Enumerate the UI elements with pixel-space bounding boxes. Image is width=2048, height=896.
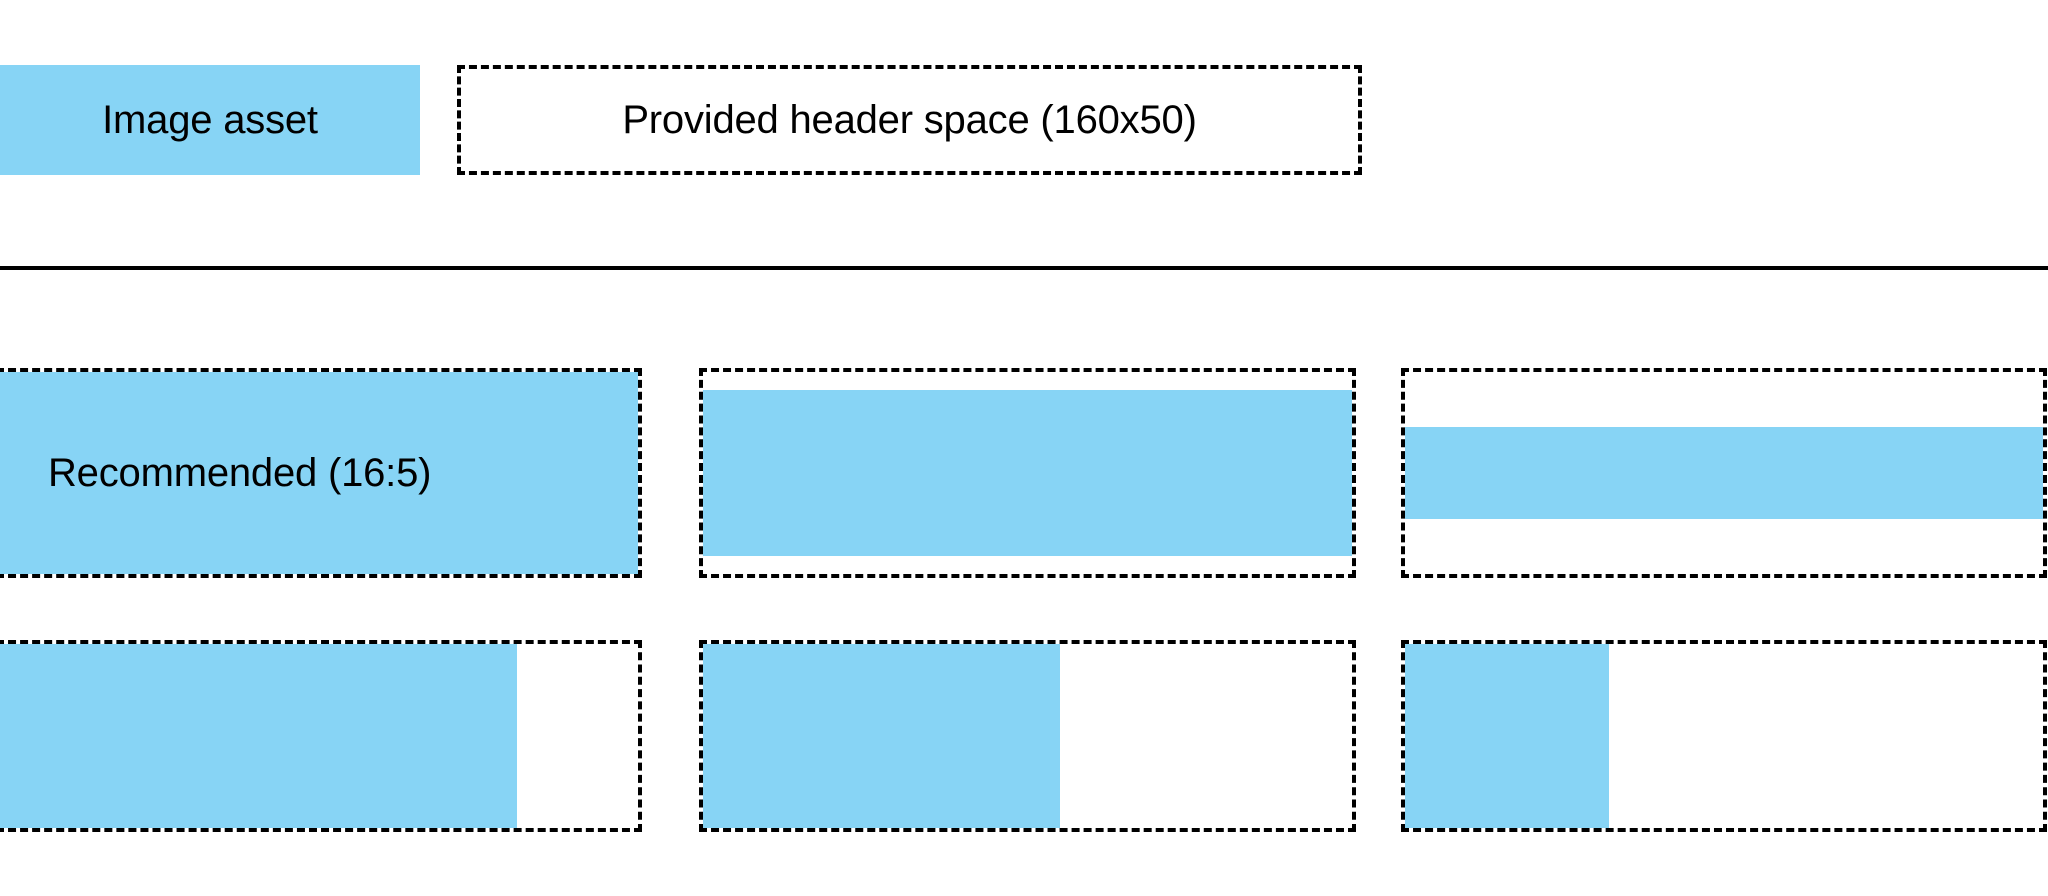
card-row2-col2 [699, 640, 1356, 832]
card-row2-col3 [1401, 640, 2047, 832]
provided-header-space-label: Provided header space (160x50) [622, 98, 1197, 142]
aspect-ratio-grid: Recommended (16:5) [0, 368, 2048, 832]
image-asset-swatch: Image asset [0, 65, 420, 175]
section-divider [0, 266, 2048, 270]
card-row1-col1: Recommended (16:5) [0, 368, 642, 578]
recommended-ratio-label: Recommended (16:5) [48, 451, 432, 495]
header-row: Image asset Provided header space (160x5… [0, 65, 2048, 175]
provided-header-space-box: Provided header space (160x50) [457, 65, 1362, 175]
card-fill-row1-col2 [703, 390, 1352, 556]
card-fill-row1-col1 [0, 372, 638, 574]
card-fill-row2-col1 [0, 644, 517, 828]
card-fill-row2-col2 [703, 644, 1060, 828]
card-fill-row2-col3 [1405, 644, 1610, 828]
grid-row-width-fill [0, 640, 2048, 832]
card-fill-row1-col3 [1405, 426, 2043, 520]
grid-row-aspect-ratio: Recommended (16:5) [0, 368, 2048, 578]
card-row1-col3 [1401, 368, 2047, 578]
card-row2-col1 [0, 640, 642, 832]
image-asset-label: Image asset [102, 98, 318, 142]
card-row1-col2 [699, 368, 1356, 578]
